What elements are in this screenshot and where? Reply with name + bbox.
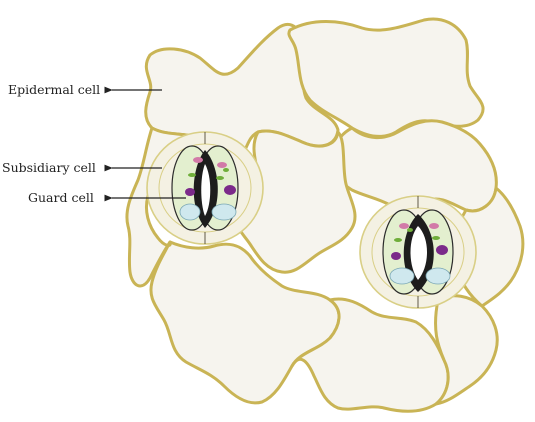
- label-guard-cell: Guard cell: [28, 190, 186, 205]
- epidermal-cell-lower-left: [149, 240, 341, 405]
- chloroplast-left-c: [223, 168, 229, 172]
- chloroplast-left-a: [188, 173, 196, 177]
- organelle-purple-left-a: [185, 188, 195, 196]
- vacuole-right-a: [389, 267, 415, 285]
- organelle-pink-left-b: [217, 162, 227, 168]
- organelle-purple-left-b: [224, 185, 236, 195]
- stoma-right: [359, 195, 477, 309]
- vacuole-right-b: [425, 267, 451, 285]
- label-epidermal-cell-text: Epidermal cell: [8, 82, 100, 97]
- organelle-purple-right-a: [391, 252, 401, 260]
- epidermal-cell-upper-right: [287, 17, 485, 138]
- stomatal-pore-right-gap: [410, 226, 427, 280]
- organelle-pink-right-b: [429, 223, 439, 229]
- label-subsidiary-cell: Subsidiary cell: [2, 160, 162, 175]
- label-subsidiary-cell-text: Subsidiary cell: [2, 160, 96, 175]
- organelle-pink-left-a: [193, 157, 203, 163]
- vacuole-left-b: [211, 203, 237, 221]
- vacuole-left-a: [179, 203, 201, 221]
- chloroplast-left-b: [216, 176, 224, 180]
- chloroplast-right-c: [407, 228, 413, 232]
- chloroplast-right-a: [394, 238, 402, 242]
- epidermal-cells: [125, 17, 525, 413]
- stoma-left: [146, 131, 264, 245]
- organelle-purple-right-b: [436, 245, 448, 255]
- label-epidermal-cell: Epidermal cell: [8, 82, 162, 97]
- epidermal-cell-bottom-center: [290, 297, 450, 413]
- label-guard-cell-text: Guard cell: [28, 190, 94, 205]
- chloroplast-right-b: [432, 236, 440, 240]
- stomatal-pore-left-gap: [201, 164, 211, 216]
- organelle-pink-right-a: [399, 223, 409, 229]
